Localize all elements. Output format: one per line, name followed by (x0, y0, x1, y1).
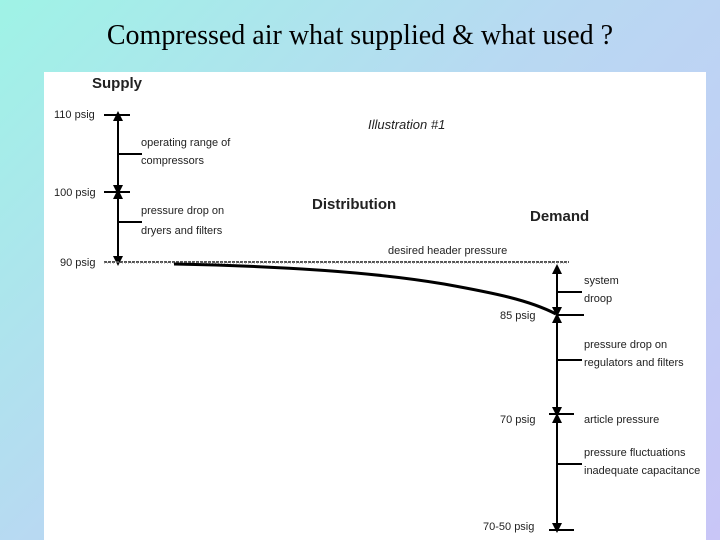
supply-note-2-line-2: dryers and filters (141, 225, 223, 237)
supply-note-1-line-2: compressors (141, 155, 204, 167)
demand-level-85: 85 psig (500, 310, 535, 322)
supply-note-2-line-1: pressure drop on (141, 205, 224, 217)
demand-note-3: article pressure (584, 414, 659, 426)
slide-title: Compressed air what supplied & what used… (106, 20, 614, 51)
demand-level-70-50: 70-50 psig (483, 521, 534, 533)
supply-heading: Supply (92, 75, 143, 92)
distribution-heading: Distribution (312, 196, 396, 213)
supply-level-90: 90 psig (60, 257, 95, 269)
demand-note-1-line-1: system (584, 275, 619, 287)
distribution-droop-curve (173, 262, 557, 316)
demand-note-2-line-1: pressure drop on (584, 339, 667, 351)
demand-note-1-line-2: droop (584, 293, 612, 305)
demand-note-2-line-2: regulators and filters (584, 357, 684, 369)
supply-level-100: 100 psig (54, 187, 96, 199)
demand-level-70: 70 psig (500, 414, 535, 426)
pressure-diagram: Supply Illustration #1 Distribution Dema… (44, 72, 706, 540)
supply-level-110: 110 psig (54, 109, 95, 121)
demand-heading: Demand (530, 208, 589, 225)
demand-note-4-line-1: pressure fluctuations (584, 447, 686, 459)
supply-note-1-line-1: operating range of (141, 137, 231, 149)
illustration-label: Illustration #1 (368, 117, 445, 132)
demand-note-4-line-2: inadequate capacitance (584, 465, 700, 477)
pressure-diagram-svg: Supply Illustration #1 Distribution Dema… (54, 75, 700, 533)
header-pressure-label: desired header pressure (388, 245, 507, 257)
